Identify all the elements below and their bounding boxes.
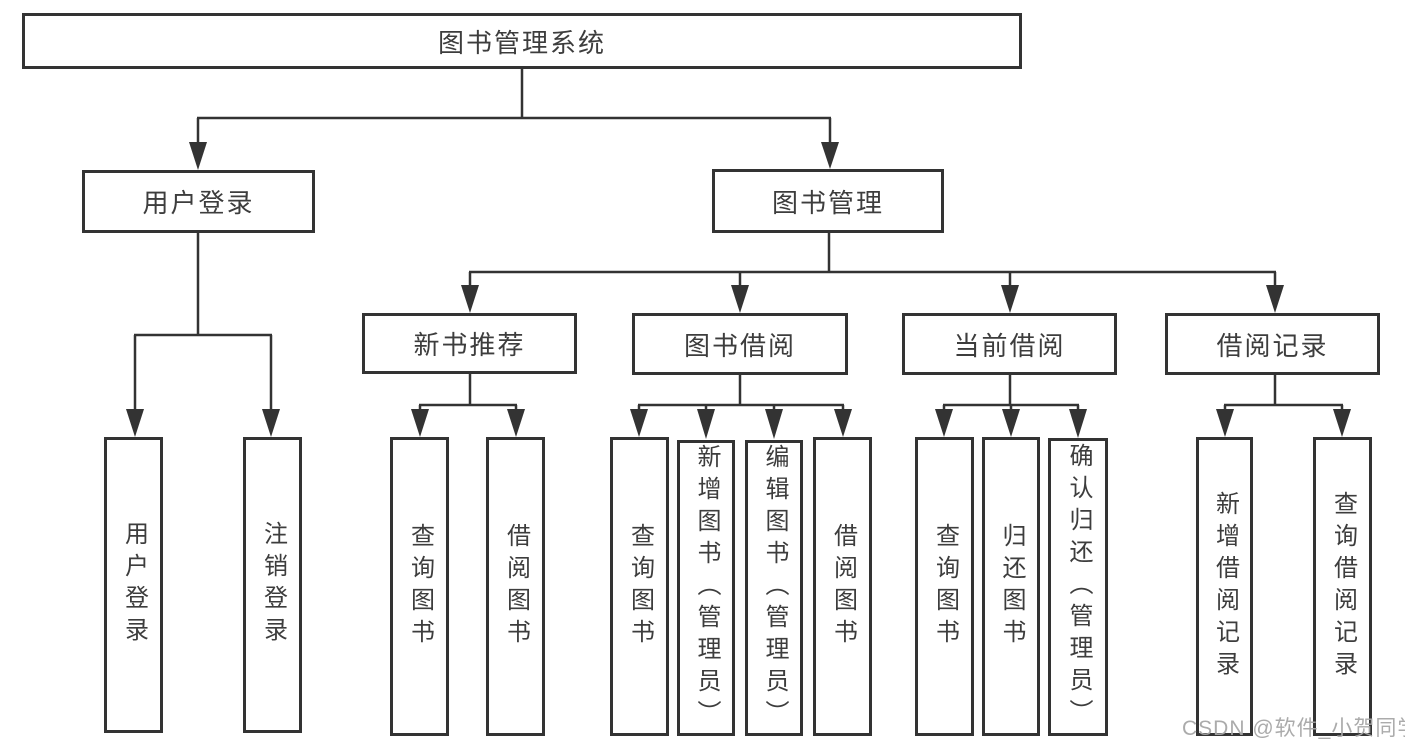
node-leaf-add-borrow-record: 新增借阅记录 — [1196, 437, 1253, 736]
csdn-watermark: CSDN @软件_小贺同学 — [1182, 717, 1405, 740]
node-leaf-add-borrow-record-label: 新增借阅记录 — [1211, 490, 1239, 683]
node-leaf-borrowing-query-books: 查询图书 — [610, 437, 669, 736]
node-leaf-confirm-return-admin: 确认归还（管理员） — [1048, 438, 1108, 736]
node-leaf-recommend-query-books-label: 查询图书 — [406, 522, 434, 651]
node-leaf-borrowing-borrow-books-label: 借阅图书 — [829, 522, 857, 651]
node-leaf-current-query-books-label: 查询图书 — [931, 522, 959, 651]
node-leaf-add-books-admin: 新增图书（管理员） — [677, 440, 735, 736]
node-leaf-logout-login-label: 注销登录 — [259, 521, 287, 649]
node-user-login-label: 用户登录 — [142, 188, 255, 218]
node-leaf-logout-login: 注销登录 — [243, 437, 302, 733]
node-leaf-recommend-query-books: 查询图书 — [390, 437, 449, 736]
connector-current-borrowing-to-leaves — [935, 375, 1087, 438]
node-leaf-recommend-borrow-books: 借阅图书 — [486, 437, 545, 736]
node-leaf-query-borrow-record-label: 查询借阅记录 — [1329, 490, 1357, 683]
node-book-management-label: 图书管理 — [771, 187, 884, 218]
node-leaf-user-login-label: 用户登录 — [120, 521, 148, 649]
node-book-borrowing: 图书借阅 — [632, 313, 848, 375]
node-leaf-borrowing-borrow-books: 借阅图书 — [813, 437, 872, 736]
node-borrowing-records-label: 借阅记录 — [1216, 330, 1329, 361]
connector-new-book-recommend-to-leaves — [411, 374, 525, 437]
node-leaf-return-books-label: 归还图书 — [998, 522, 1025, 651]
node-current-borrowing: 当前借阅 — [902, 313, 1117, 375]
node-leaf-recommend-borrow-books-label: 借阅图书 — [502, 522, 530, 651]
node-leaf-edit-books-admin-label: 编辑图书（管理员） — [761, 444, 788, 732]
node-book-borrowing-label: 图书借阅 — [683, 330, 796, 361]
node-new-book-recommend: 新书推荐 — [362, 313, 577, 374]
node-library-system-label: 图书管理系统 — [437, 27, 606, 58]
node-leaf-return-books: 归还图书 — [982, 437, 1040, 736]
node-current-borrowing-label: 当前借阅 — [953, 330, 1066, 361]
node-new-book-recommend-label: 新书推荐 — [413, 330, 526, 360]
connector-book-borrowing-to-leaves — [630, 375, 852, 439]
connector-user-login-to-leaves — [126, 233, 280, 437]
connector-root-to-level2 — [189, 69, 839, 170]
node-leaf-user-login: 用户登录 — [104, 437, 163, 733]
node-leaf-borrowing-query-books-label: 查询图书 — [626, 522, 654, 651]
node-leaf-add-books-admin-label: 新增图书（管理员） — [693, 444, 720, 732]
node-user-login: 用户登录 — [82, 170, 315, 233]
node-leaf-confirm-return-admin-label: 确认归还（管理员） — [1065, 443, 1092, 731]
node-book-management: 图书管理 — [712, 169, 944, 233]
node-borrowing-records: 借阅记录 — [1165, 313, 1380, 375]
node-leaf-edit-books-admin: 编辑图书（管理员） — [745, 440, 803, 736]
connector-borrowing-records-to-leaves — [1216, 375, 1351, 437]
connector-book-management-to-level3 — [461, 233, 1284, 313]
node-leaf-query-borrow-record: 查询借阅记录 — [1313, 437, 1372, 736]
node-library-system: 图书管理系统 — [22, 13, 1022, 69]
node-leaf-current-query-books: 查询图书 — [915, 437, 974, 736]
